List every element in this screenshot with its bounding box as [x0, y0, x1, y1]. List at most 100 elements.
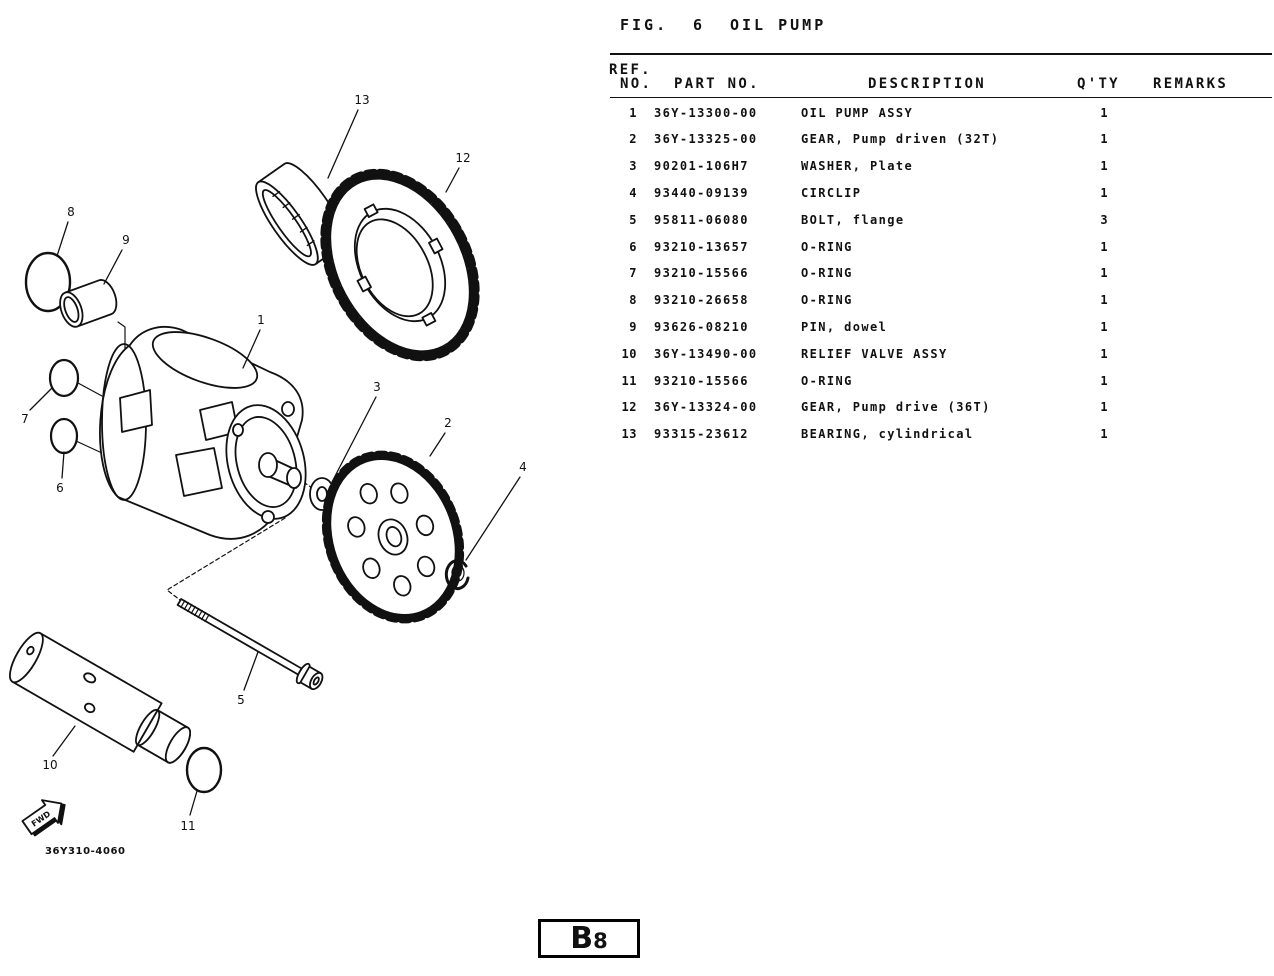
bolt-shank: [176, 598, 306, 677]
cell-description: WASHER, Plate: [801, 159, 914, 174]
leader-5: [243, 651, 259, 691]
pump-shaft-end: [286, 467, 302, 489]
leader-2: [429, 432, 446, 457]
callouts: 1 2 3 4 5 6 7 8 9 10 11 12 13: [21, 93, 527, 833]
cell-part-no: 36Y-13490-00: [654, 346, 758, 361]
cell-part-no: 93210-13657: [654, 239, 749, 254]
cell-part-no: 93315-23612: [654, 427, 749, 442]
callout-8: 8: [67, 205, 75, 219]
pump-front-face-inner: [234, 416, 298, 508]
cell-ref-no: 2: [629, 132, 637, 147]
callout-3: 3: [373, 380, 381, 394]
leader-7: [29, 387, 53, 411]
cell-quantity: 1: [1100, 373, 1108, 388]
cell-quantity: 1: [1100, 293, 1108, 308]
callout-4: 4: [519, 460, 527, 474]
callout-13: 13: [354, 93, 369, 107]
callout-2: 2: [444, 416, 452, 430]
cell-quantity: 1: [1100, 159, 1108, 174]
callout-9: 9: [122, 233, 130, 247]
cell-part-no: 93626-08210: [654, 320, 749, 334]
forward-arrow-shape: [21, 799, 63, 836]
forward-arrow-icon: FWD: [21, 799, 66, 837]
cell-quantity: 1: [1100, 320, 1108, 334]
gear-12-lug: [356, 275, 372, 293]
gear-12-lug: [421, 312, 437, 327]
leader-11: [189, 790, 198, 816]
figure-label: FIG.: [620, 16, 669, 34]
pump-bolt-hole: [261, 510, 275, 524]
figure-number: 6: [693, 16, 706, 34]
leader-13: [327, 109, 359, 179]
cell-description: BOLT, flange: [801, 212, 905, 227]
circlip-ring: [444, 559, 470, 591]
valve-port: [83, 672, 97, 684]
cell-description: RELIEF VALVE ASSY: [801, 346, 948, 361]
cell-quantity: 1: [1100, 186, 1108, 200]
cell-quantity: 1: [1100, 266, 1108, 281]
o-ring-7: [48, 358, 80, 398]
callout-5: 5: [237, 693, 245, 707]
callout-6: 6: [56, 481, 64, 495]
gear-2-hole: [359, 483, 378, 505]
cell-description: GEAR, Pump driven (32T): [801, 132, 1000, 147]
gear-2-teeth: [321, 450, 465, 624]
guide-line-dowel: [117, 321, 126, 359]
cell-ref-no: 1: [629, 105, 637, 120]
cell-part-no: 36Y-13324-00: [654, 400, 758, 415]
pin-front-face: [59, 291, 84, 328]
cell-part-no: 93210-15566: [654, 266, 749, 281]
table-row: 13 93315-23612 BEARING, cylindrical 1: [0, 421, 1274, 448]
cell-ref-no: 6: [629, 239, 637, 254]
gear-2-bore: [385, 526, 403, 548]
gear-2-hole: [347, 516, 366, 538]
callout-10: 10: [42, 758, 57, 772]
header-qty: Q'TY: [1077, 76, 1120, 92]
page-code-letter: B: [570, 920, 594, 956]
cell-part-no: 36Y-13300-00: [654, 105, 758, 120]
cell-quantity: 1: [1100, 427, 1108, 442]
gear-pump-drive: [320, 168, 480, 362]
cell-ref-no: 12: [621, 400, 637, 415]
cell-ref-no: 10: [621, 346, 637, 361]
cell-part-no: 36Y-13325-00: [654, 132, 758, 147]
bolt-flange: [176, 598, 324, 691]
gear-2-hole: [416, 555, 436, 578]
pump-top-cover: [151, 331, 259, 389]
gear-pump-driven: [321, 450, 465, 624]
gear-12-lug: [428, 237, 444, 255]
cell-description: CIRCLIP: [801, 186, 862, 200]
bolt-threads: [180, 599, 210, 623]
cell-part-no: 90201-106H7: [654, 159, 749, 174]
valve-step-face: [135, 708, 161, 747]
drawing-code: 36Y310-4060: [45, 846, 126, 857]
cell-quantity: 1: [1100, 346, 1108, 361]
cell-description: BEARING, cylindrical: [801, 427, 974, 442]
page-code-number: 8: [593, 929, 608, 953]
cell-part-no: 93210-15566: [654, 373, 749, 388]
cell-description: OIL PUMP ASSY: [801, 105, 914, 120]
pump-bolt-hole: [232, 423, 244, 437]
valve-tip: [164, 726, 192, 764]
header-remarks: REMARKS: [1153, 76, 1229, 92]
cell-description: O-RING: [801, 293, 853, 308]
cell-part-no: 93210-26658: [654, 293, 749, 308]
pump-body-detail: [175, 447, 223, 497]
cell-ref-no: 13: [621, 427, 637, 442]
exploded-diagram: FWD 1 2 3 4 5 6 7 8 9 10 11 12: [9, 93, 527, 837]
guide-line-bolt: [166, 517, 286, 601]
gear-12-lug: [363, 203, 379, 218]
cell-description: O-RING: [801, 266, 853, 281]
cell-description: GEAR, Pump drive (36T): [801, 400, 991, 415]
valve-port: [84, 702, 96, 714]
o-ring-8: [24, 251, 72, 313]
cell-description: O-RING: [801, 239, 853, 254]
leader-lines: [29, 109, 521, 816]
